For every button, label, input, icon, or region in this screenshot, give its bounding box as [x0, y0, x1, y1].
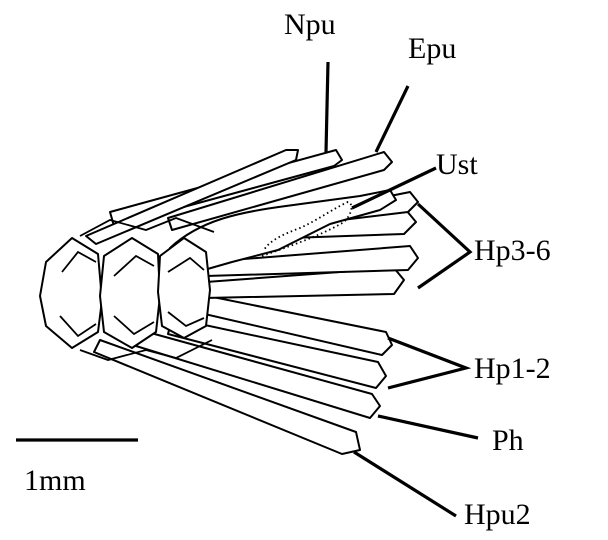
leader-epu: [376, 86, 408, 152]
leader-ph: [378, 416, 478, 438]
label-hpu2: Hpu2: [464, 500, 531, 530]
label-npu: Npu: [284, 10, 336, 40]
label-epu: Epu: [408, 34, 456, 64]
label-hp3-6: Hp3-6: [474, 236, 551, 266]
leader-npu: [326, 62, 328, 152]
label-ust: Ust: [436, 150, 478, 180]
label-ph: Ph: [492, 426, 524, 456]
centrum-1: [158, 238, 210, 338]
leader-hp12: [388, 338, 466, 388]
label-hp1-2: Hp1-2: [474, 354, 551, 384]
centrum-3: [40, 238, 102, 348]
leader-hp36: [418, 204, 470, 288]
leader-hpu2: [354, 452, 456, 516]
scale-bar-label: 1mm: [24, 466, 86, 496]
